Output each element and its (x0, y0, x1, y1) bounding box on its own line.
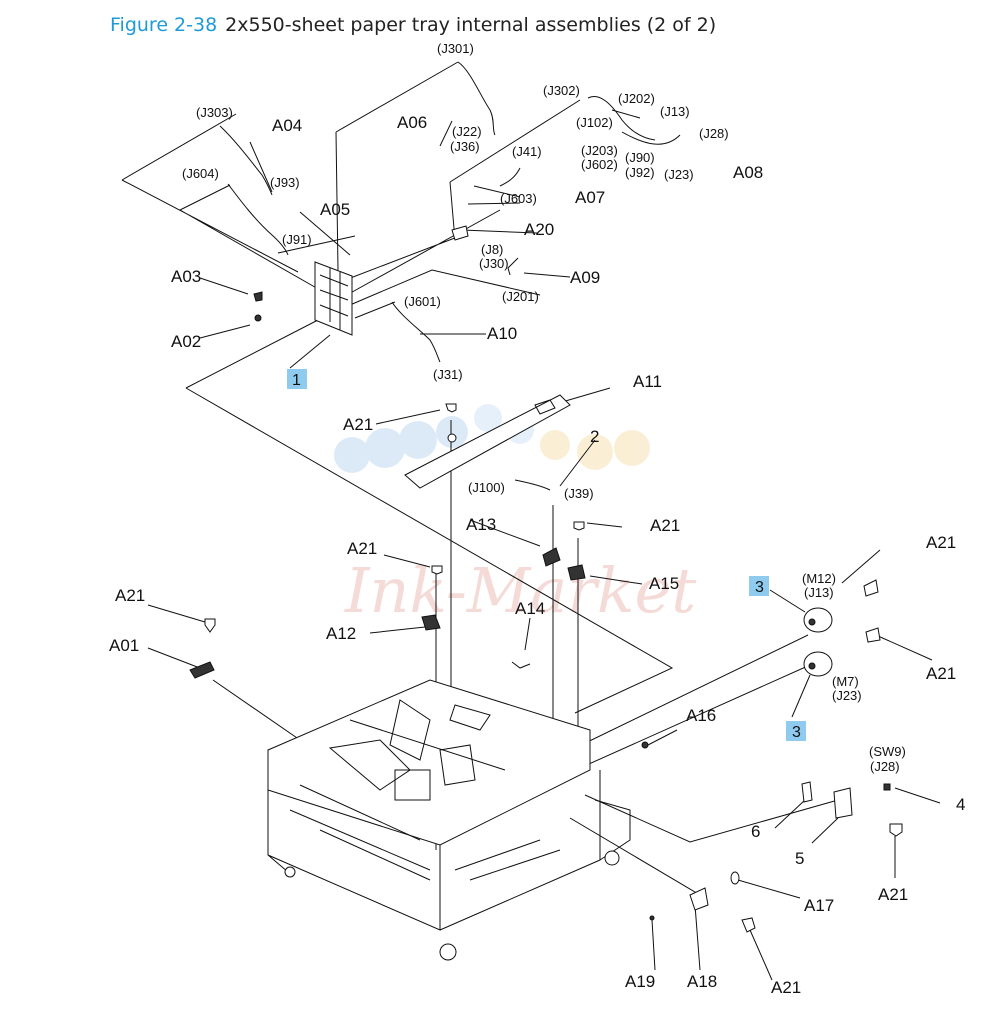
callout-A21: A21 (347, 539, 377, 558)
tray-frame (267, 679, 631, 961)
callout-A07: A07 (575, 188, 605, 207)
callout-A15: A15 (649, 574, 679, 593)
connector-J28: (J28) (870, 759, 900, 774)
callout-A16: A16 (686, 706, 716, 725)
cables (219, 61, 681, 491)
connector-J604: (J604) (182, 166, 219, 181)
callout-A18: A18 (687, 972, 717, 991)
connector-J601: (J601) (404, 294, 441, 309)
callout-A20: A20 (524, 220, 554, 239)
connector-J13: (J13) (660, 104, 690, 119)
callout-labels: A04 A06 A05 A07 A08 A20 A09 A03 A10 A02 … (109, 113, 965, 997)
connector-J202: (J202) (618, 91, 655, 106)
callout-A21: A21 (650, 516, 680, 535)
svg-text:3: 3 (755, 579, 764, 596)
figure-title: Figure 2-38 2x550-sheet paper tray intern… (110, 14, 716, 36)
connector-J28: (J28) (699, 126, 729, 141)
connector-J23: (J23) (832, 688, 862, 703)
parts (189, 225, 903, 933)
callout-A21: A21 (878, 885, 908, 904)
connector-J93: (J93) (270, 175, 300, 190)
callout-A03: A03 (171, 267, 201, 286)
callout-A14: A14 (515, 599, 545, 618)
callout-2: 2 (590, 427, 599, 446)
pca-board (314, 261, 353, 336)
badge-3-upper: 3 (749, 576, 769, 596)
callout-A12: A12 (326, 624, 356, 643)
svg-text:3: 3 (792, 724, 801, 741)
connector-J91: (J91) (282, 232, 312, 247)
connector-J102: (J102) (576, 115, 613, 130)
connector-J13: (J13) (804, 585, 834, 600)
callout-A21: A21 (343, 415, 373, 434)
connector-J92: (J92) (625, 165, 655, 180)
callout-6: 6 (751, 822, 760, 841)
connector-J36: (J36) (450, 139, 480, 154)
connector-J603: (J603) (500, 191, 537, 206)
connector-J23: (J23) (664, 167, 694, 182)
badge-1: 1 (287, 369, 307, 389)
callout-A04: A04 (272, 116, 302, 135)
connector-J90: (J90) (625, 150, 655, 165)
connector-J203: (J203) (581, 143, 618, 158)
callout-A10: A10 (487, 324, 517, 343)
figure-caption: 2x550-sheet paper tray internal assembli… (225, 14, 717, 36)
connector-J100: (J100) (468, 480, 505, 495)
callout-A17: A17 (804, 896, 834, 915)
svg-text:1: 1 (292, 372, 301, 389)
callout-A09: A09 (570, 268, 600, 287)
badge-3-lower: 3 (786, 721, 806, 741)
connector-labels: (J301) (J303) (J302) (J202) (J13) (J102)… (182, 41, 906, 774)
connector-J201: (J201) (502, 289, 539, 304)
connector-J602: (J602) (581, 157, 618, 172)
connector-J8: (J8) (481, 242, 503, 257)
connector-J301: (J301) (437, 41, 474, 56)
leader-lines (121, 61, 941, 981)
callout-A08: A08 (733, 163, 763, 182)
callout-A11: A11 (633, 372, 662, 391)
connector-J302: (J302) (543, 83, 580, 98)
callout-A06: A06 (397, 113, 427, 132)
connector-J30: (J30) (479, 256, 509, 271)
callout-A21: A21 (771, 978, 801, 997)
watermark-text: Ink-Market (344, 554, 696, 627)
connector-J41: (J41) (512, 144, 542, 159)
callout-A02: A02 (171, 332, 201, 351)
callout-A21: A21 (926, 533, 956, 552)
connector-J303: (J303) (196, 105, 233, 120)
connector-M12: (M12) (802, 571, 836, 586)
connector-J22: (J22) (452, 124, 482, 139)
callout-A19: A19 (625, 972, 655, 991)
callout-4: 4 (956, 795, 965, 814)
callout-A21: A21 (115, 586, 145, 605)
callout-5: 5 (795, 849, 804, 868)
connector-J31: (J31) (433, 367, 463, 382)
callout-A13: A13 (466, 515, 496, 534)
callout-A05: A05 (320, 200, 350, 219)
connector-SW9: (SW9) (869, 744, 906, 759)
figure-number: Figure 2-38 (110, 14, 218, 36)
callout-A01: A01 (109, 636, 139, 655)
connector-M7: (M7) (832, 674, 859, 689)
connector-J39: (J39) (564, 486, 594, 501)
callout-A21: A21 (926, 664, 956, 683)
